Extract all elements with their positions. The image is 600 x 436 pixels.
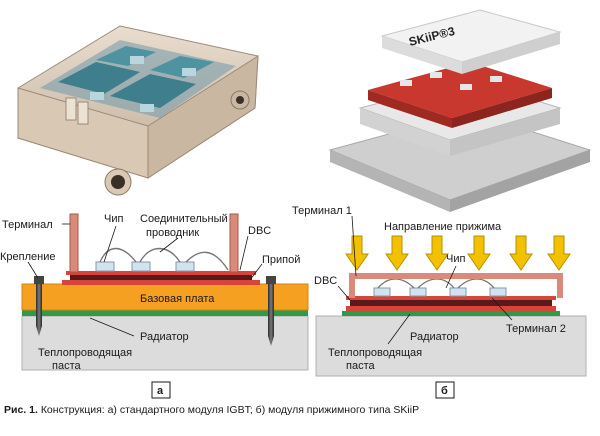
chip-b-2 xyxy=(409,287,427,297)
label-chip-b: Чип xyxy=(446,253,465,265)
label-radiator-b: Радиатор xyxy=(410,331,459,343)
label-mount-a: Крепление xyxy=(0,251,55,263)
press-arrow-2 xyxy=(385,235,409,271)
label-terminal-a: Терминал xyxy=(2,219,53,231)
dbc-copper-bottom-b xyxy=(346,306,556,311)
press-arrows xyxy=(345,235,571,271)
label-paste-a-1: Теплопроводящая xyxy=(38,347,132,359)
label-connector-a-2: проводник xyxy=(146,227,199,239)
chip-a-2 xyxy=(131,261,151,272)
dbc-copper-top-b xyxy=(346,296,556,300)
figure-caption: Рис. 1. Конструкция: а) стандартного мод… xyxy=(4,404,596,416)
press-arrow-1 xyxy=(345,235,369,271)
screw-a-right xyxy=(268,284,274,346)
dbc-copper-a xyxy=(66,271,256,275)
chip-a-3 xyxy=(175,261,195,272)
thermal-paste-b xyxy=(342,311,560,316)
press-arrow-3 xyxy=(425,235,449,271)
screw-a-right-head xyxy=(266,276,276,284)
dbc-ceramic-b xyxy=(350,300,552,306)
bond-wires-a xyxy=(99,247,229,271)
label-chip-a: Чип xyxy=(104,213,123,225)
tag-b: б xyxy=(441,385,448,397)
solder-a xyxy=(62,280,260,285)
label-radiator-a: Радиатор xyxy=(140,331,189,343)
diagram-standard-igbt: Терминал Чип Соединительный проводник DB… xyxy=(0,213,309,399)
label-paste-b-1: Теплопроводящая xyxy=(328,347,422,359)
dbc-ceramic-a xyxy=(70,274,252,280)
caption-text: Конструкция: а) стандартного модуля IGBT… xyxy=(40,404,420,416)
label-terminal2-b: Терминал 2 xyxy=(506,323,566,335)
label-paste-b-2: паста xyxy=(346,360,375,372)
radiator-b xyxy=(315,315,587,377)
label-dbc-a: DBC xyxy=(248,225,271,237)
skiip-module-photo: SKiiP®3 xyxy=(328,9,592,212)
thermal-paste-a xyxy=(22,310,308,316)
caption-prefix: Рис. 1. xyxy=(4,404,38,416)
label-press-direction-b: Направление прижима xyxy=(384,221,502,233)
terminal-a-left xyxy=(69,213,79,273)
tag-a: а xyxy=(157,385,164,397)
tag-box-a xyxy=(151,381,171,399)
label-connector-a-1: Соединительный xyxy=(140,213,228,225)
press-arrow-4 xyxy=(467,235,491,271)
diagram-skiip: Терминал 1 Направление прижима Чип DBC Р… xyxy=(292,205,587,399)
chip-b-1 xyxy=(373,287,391,297)
radiator-a xyxy=(21,315,309,371)
chip-a-1 xyxy=(95,261,115,272)
label-dbc-b: DBC xyxy=(314,275,337,287)
screw-a-left xyxy=(36,284,42,336)
label-solder-a: Припой xyxy=(262,254,300,266)
screw-a-left-head xyxy=(34,276,44,284)
terminal-a-right xyxy=(229,213,239,273)
chip-b-4 xyxy=(489,287,507,297)
leaders-a xyxy=(27,223,263,337)
press-arrow-5 xyxy=(509,235,533,271)
bond-wires-b xyxy=(377,278,495,289)
press-frame-b xyxy=(349,273,563,298)
baseplate-a xyxy=(21,283,309,311)
press-arrow-6 xyxy=(547,235,571,271)
label-paste-a-2: паста xyxy=(52,360,81,372)
label-terminal1-b: Терминал 1 xyxy=(292,205,352,217)
leaders-b xyxy=(337,215,513,345)
label-baseplate-a: Базовая плата xyxy=(140,293,215,305)
tag-box-b xyxy=(435,381,455,399)
igbt-module-photo xyxy=(17,25,259,196)
chip-b-3 xyxy=(449,287,467,297)
